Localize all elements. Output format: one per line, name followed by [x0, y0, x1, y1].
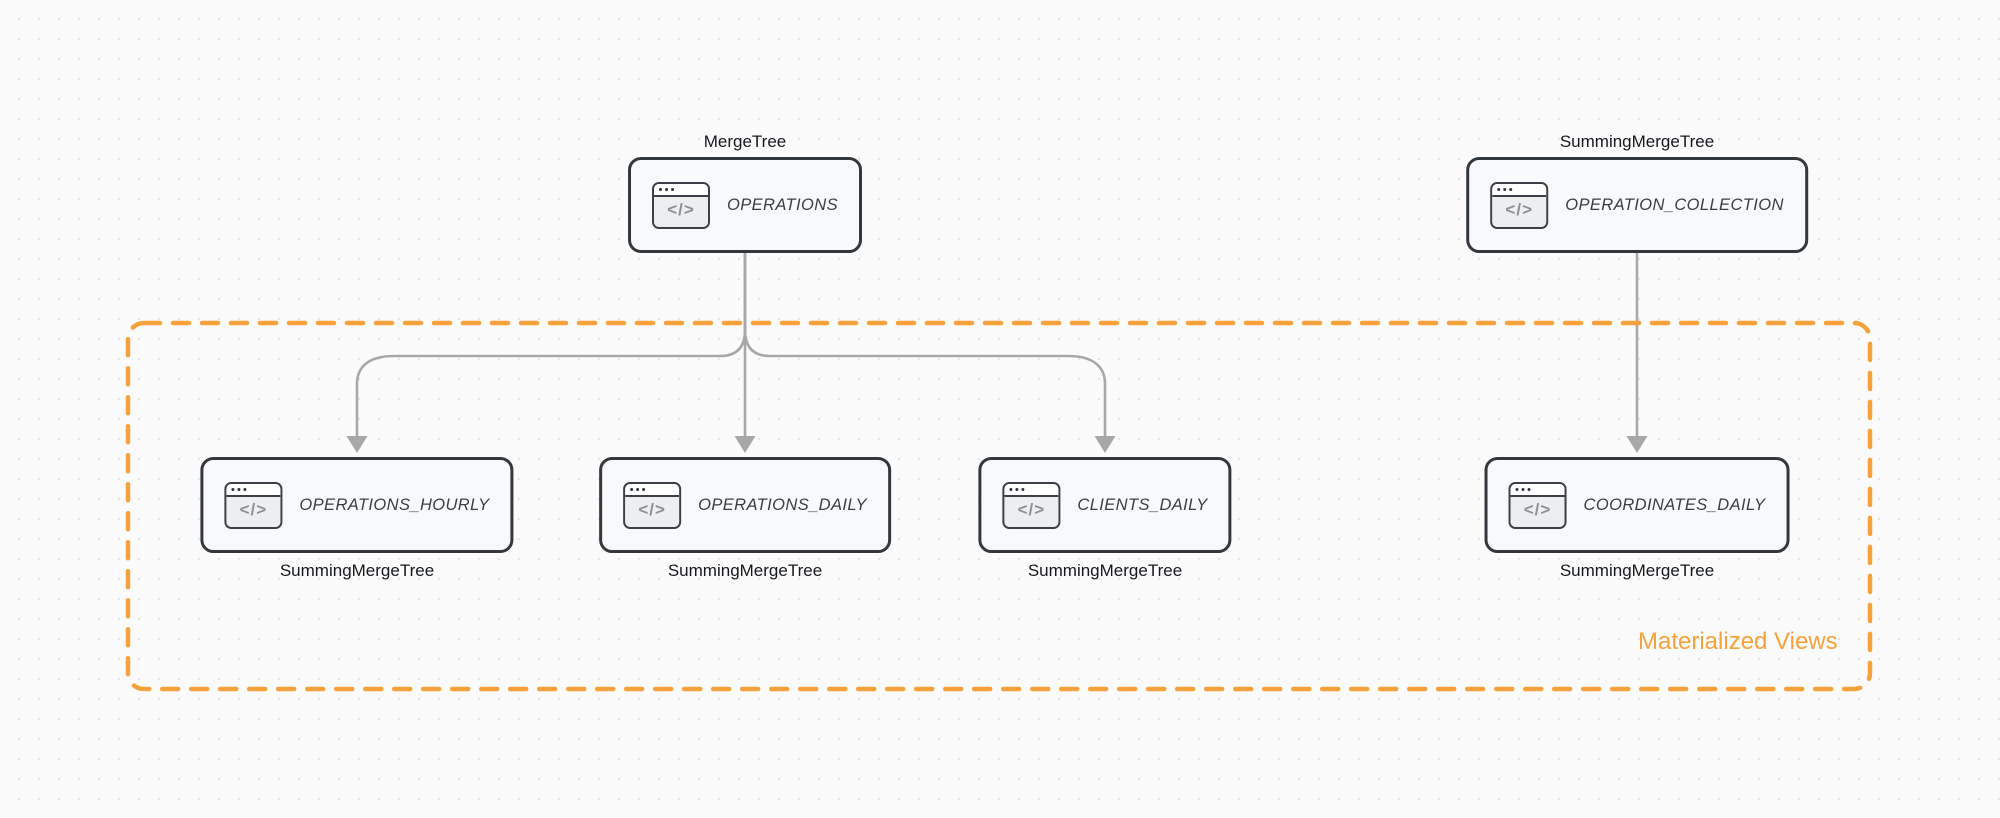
table-name: COORDINATES_DAILY — [1583, 495, 1766, 514]
code-window-icon: </> — [224, 481, 283, 529]
engine-label: MergeTree — [703, 132, 787, 151]
table-name: CLIENTS_DAILY — [1077, 495, 1208, 514]
table-name: OPERATIONS — [727, 195, 838, 214]
table-name: OPERATION_COLLECTION — [1565, 195, 1784, 214]
node-box[interactable]: MergeTree </> OPERATIONS — [628, 132, 862, 253]
node-operations-daily[interactable]: SummingMergeTree </> OPERATIONS_DAILY — [599, 457, 891, 580]
node-box[interactable]: SummingMergeTree </> OPERATIONS_DAILY — [599, 457, 891, 580]
node-box[interactable]: SummingMergeTree </> COORDINATES_DAILY — [1484, 457, 1790, 580]
code-window-icon: </> — [1508, 481, 1567, 529]
edge-operations-to-clients-daily — [743, 253, 1116, 453]
table-name: OPERATIONS_HOURLY — [299, 495, 490, 514]
engine-label: SummingMergeTree — [279, 561, 435, 580]
node-box[interactable]: SummingMergeTree </> OPERATIONS_HOURLY — [200, 457, 514, 580]
engine-label: SummingMergeTree — [1027, 561, 1183, 580]
materialized-views-label: Materialized Views — [1638, 628, 1838, 655]
code-window-icon: </> — [1002, 481, 1061, 529]
node-box[interactable]: SummingMergeTree </> OPERATION_COLLECTIO… — [1466, 132, 1808, 253]
engine-label: SummingMergeTree — [1559, 132, 1715, 151]
node-box[interactable]: SummingMergeTree </> CLIENTS_DAILY — [978, 457, 1232, 580]
edge-operations-to-operations-hourly — [346, 253, 747, 453]
code-window-icon: </> — [623, 481, 682, 529]
node-operations-hourly[interactable]: SummingMergeTree </> OPERATIONS_HOURLY — [200, 457, 514, 580]
code-window-icon: </> — [1490, 181, 1549, 229]
engine-label: SummingMergeTree — [1559, 561, 1715, 580]
node-coordinates-daily[interactable]: SummingMergeTree </> COORDINATES_DAILY — [1484, 457, 1790, 580]
node-clients-daily[interactable]: SummingMergeTree </> CLIENTS_DAILY — [978, 457, 1232, 580]
code-window-icon: </> — [652, 181, 711, 229]
edge-operation-collection-to-coordinates-daily — [1626, 253, 1648, 453]
materialized-views-group-border — [125, 320, 1873, 692]
node-operations[interactable]: MergeTree </> OPERATIONS — [628, 132, 862, 253]
engine-label: SummingMergeTree — [667, 561, 823, 580]
node-operation-collection[interactable]: SummingMergeTree </> OPERATION_COLLECTIO… — [1466, 132, 1808, 253]
table-name: OPERATIONS_DAILY — [698, 495, 867, 514]
